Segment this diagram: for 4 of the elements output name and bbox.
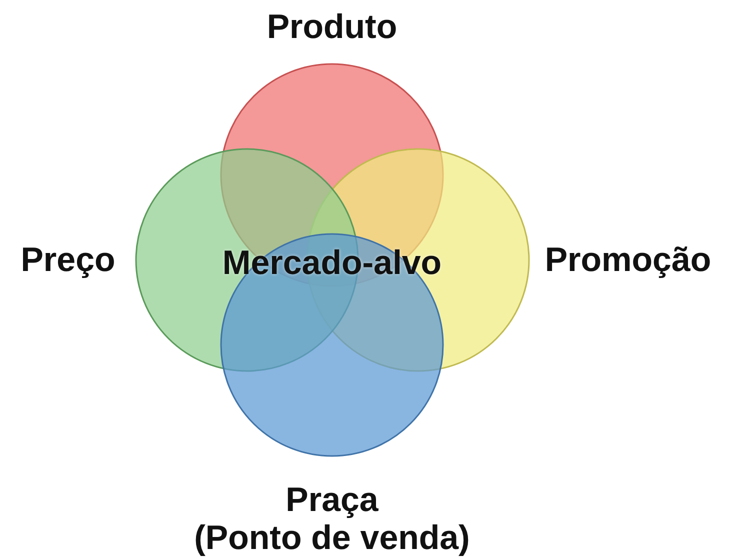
category-label: Produto [266, 8, 398, 46]
category-label: Preço [20, 241, 116, 279]
category-label: Praça (Ponto de venda) [193, 481, 471, 557]
category-label: Promoção [544, 241, 712, 279]
